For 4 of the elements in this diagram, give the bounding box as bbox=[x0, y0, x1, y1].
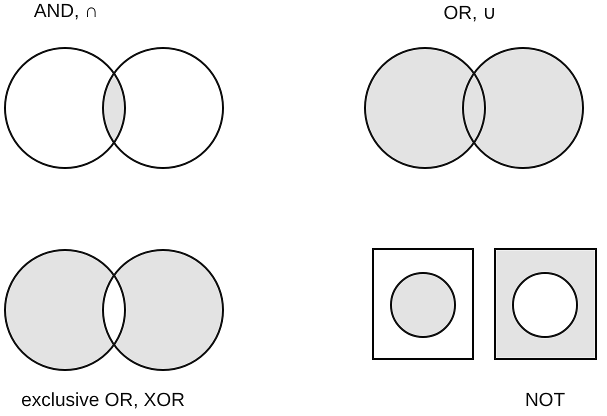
set-operation-label: NOT bbox=[524, 390, 566, 412]
set-operation-label: OR, ∪ bbox=[443, 2, 497, 25]
set-operation-label: AND, ∩ bbox=[34, 1, 98, 23]
set-operation-label: exclusive OR, XOR bbox=[21, 390, 185, 412]
